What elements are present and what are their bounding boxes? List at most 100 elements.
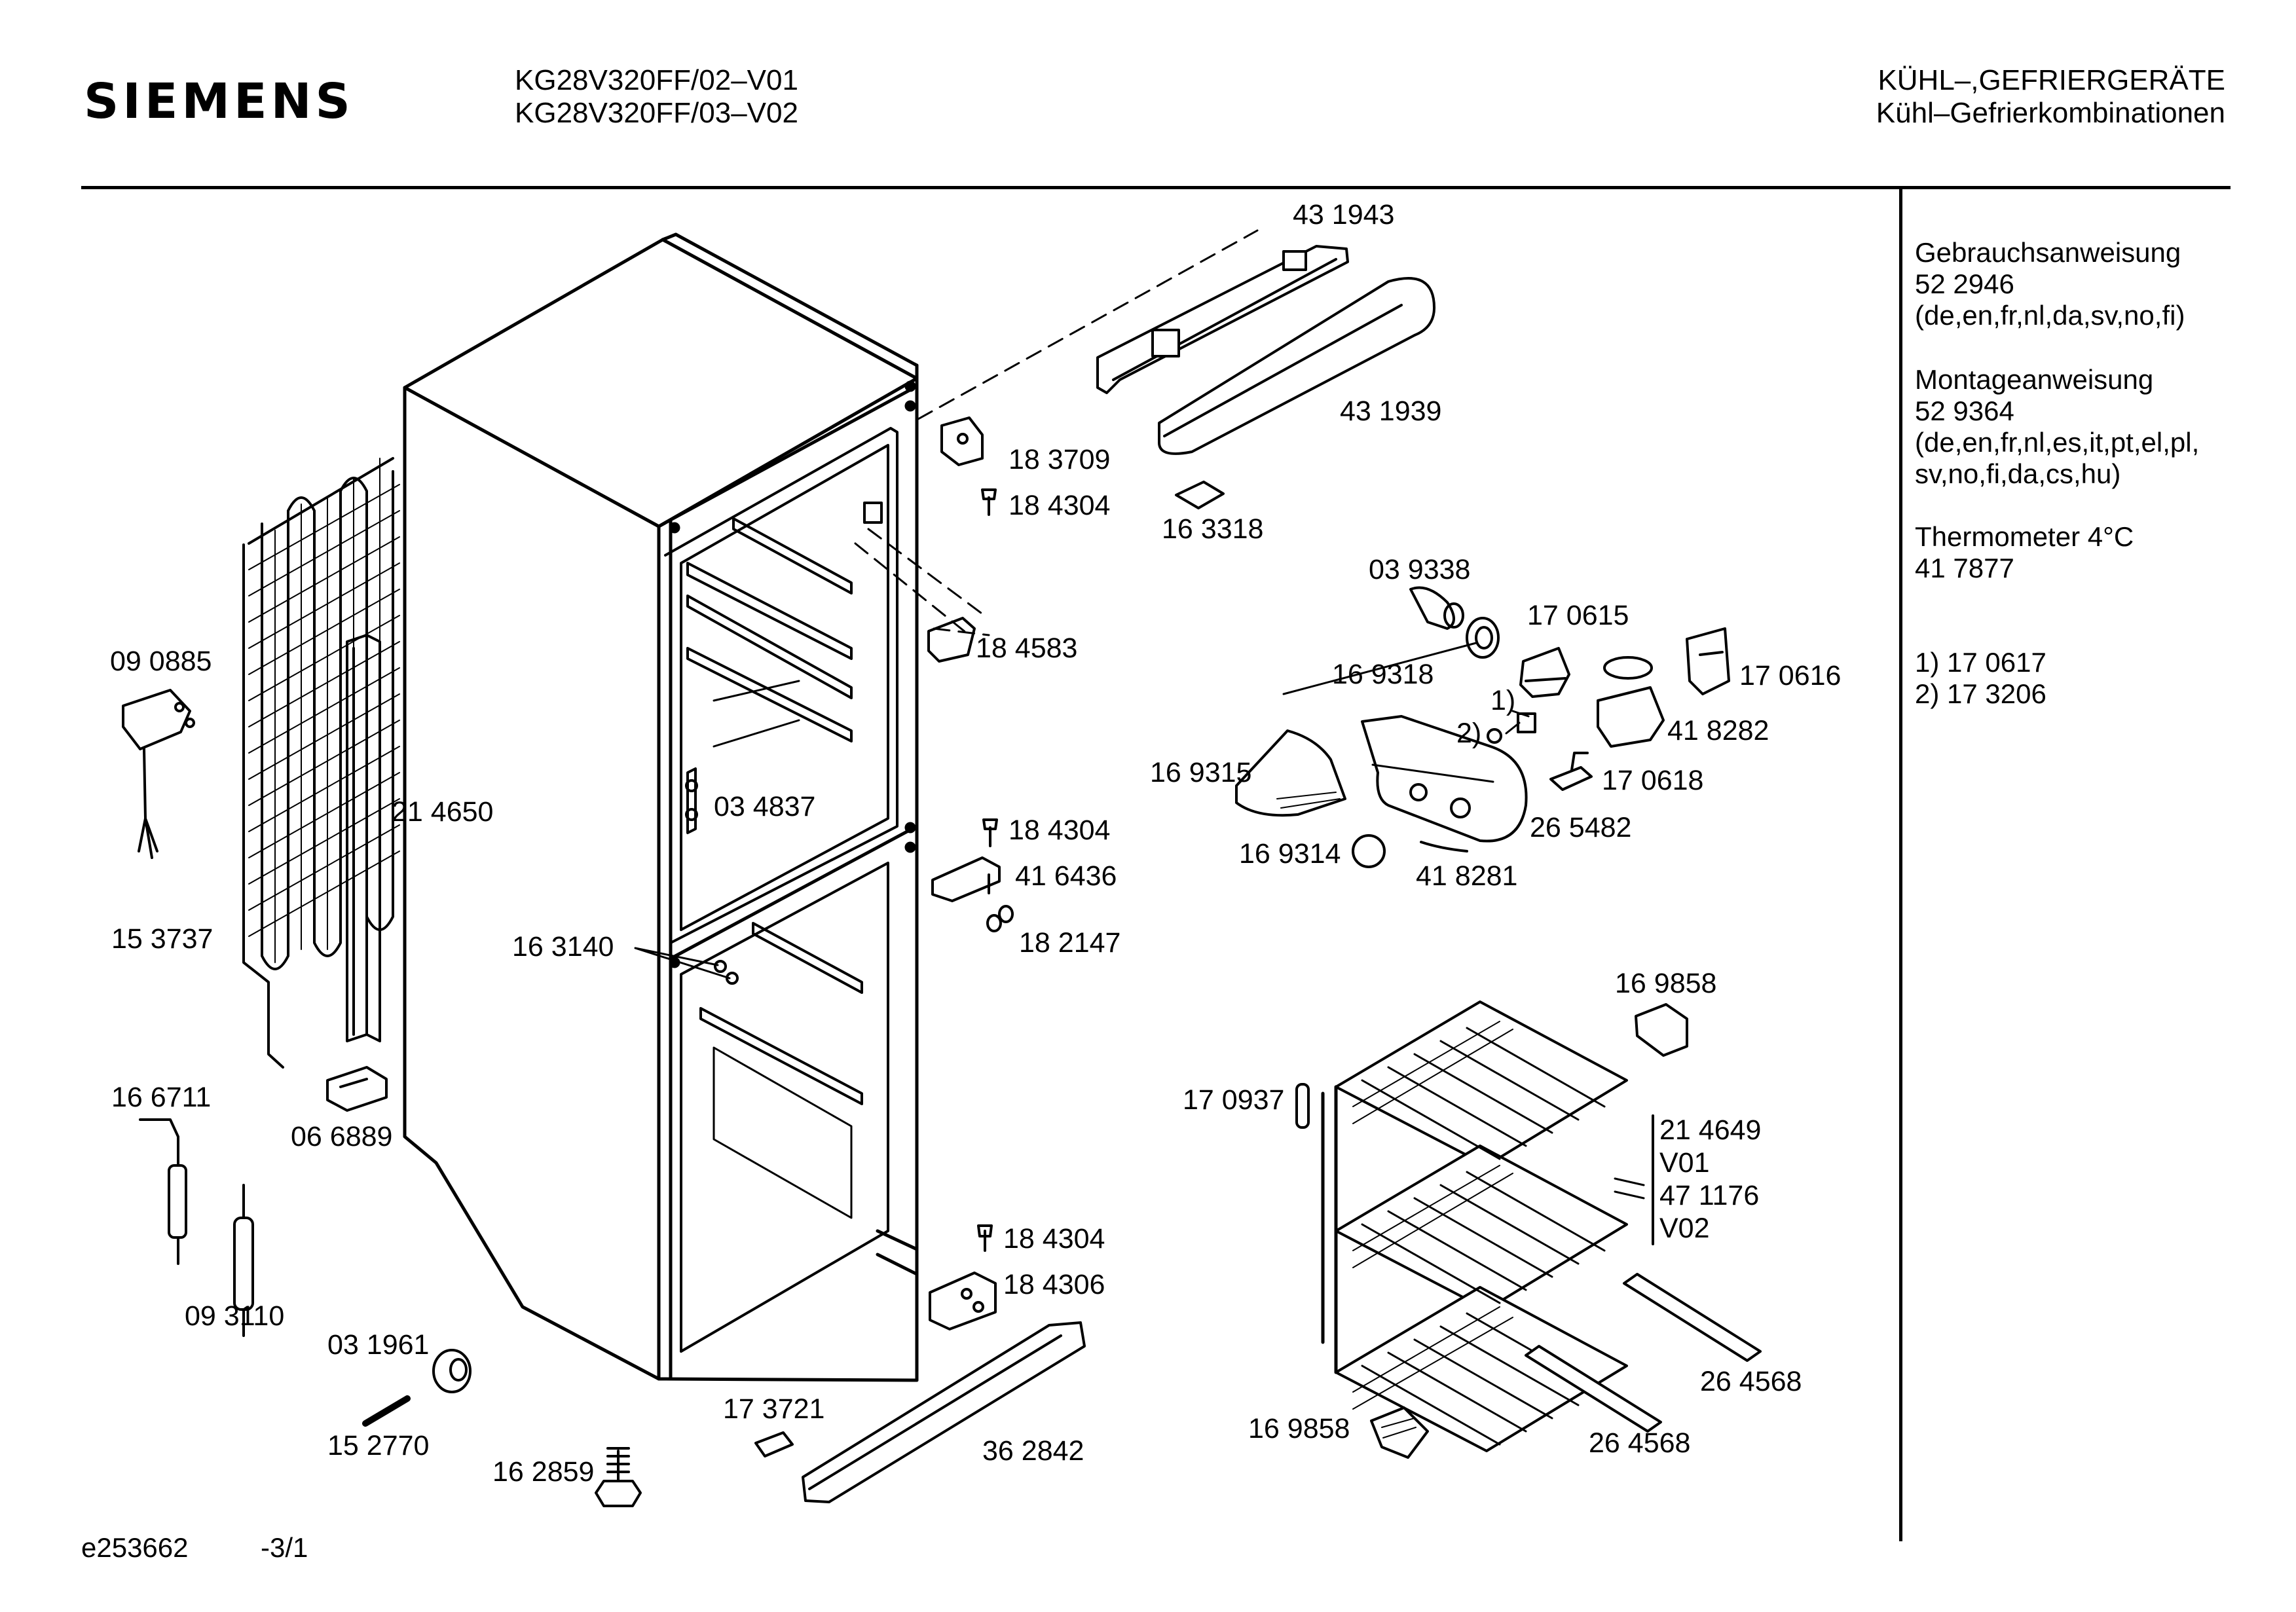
label-184306: 18 4306: [1003, 1269, 1105, 1300]
label-184583: 18 4583: [976, 632, 1077, 664]
category-title: KÜHL–,GEFRIERGERÄTE: [1878, 64, 2225, 96]
thermostat-sensor-holder: [685, 767, 698, 834]
label-166711: 16 6711: [111, 1082, 211, 1113]
manual-languages: (de,en,fr,nl,da,sv,no,fi): [1915, 300, 2185, 331]
manual-title: Gebrauchsanweisung: [1915, 237, 2181, 268]
label-066889: 06 6889: [291, 1121, 392, 1152]
label-184304-a: 18 4304: [1009, 490, 1110, 521]
u-channel-profile: [346, 634, 381, 1042]
clip-bracket: [326, 1066, 388, 1112]
label-418281: 41 8281: [1416, 860, 1517, 892]
freezer-racks: [1321, 1000, 1628, 1452]
assembly-languages-2: sv,no,fi,da,cs,hu): [1915, 458, 2121, 489]
label-173721: 17 3721: [723, 1393, 824, 1425]
label-170615: 17 0615: [1527, 600, 1629, 631]
label-184304-c: 18 4304: [1003, 1223, 1105, 1255]
rack-pin-170937: [1295, 1083, 1310, 1129]
handle-cap: [1175, 481, 1225, 509]
label-184304-b: 18 4304: [1009, 815, 1110, 846]
label-v01: V01: [1659, 1147, 1710, 1179]
brand-logo: SIEMENS: [84, 73, 354, 130]
label-471176: 47 1176: [1659, 1180, 1759, 1211]
label-note-1: 1): [1491, 685, 1515, 716]
label-418282: 41 8282: [1667, 715, 1769, 746]
door-handle-lower: [802, 1321, 1086, 1503]
label-169315: 16 9315: [1150, 757, 1251, 788]
hinge-cover: [927, 617, 976, 663]
light-cover-169315: [1235, 729, 1346, 817]
assembly-lines: [854, 229, 1259, 636]
label-153737: 15 3737: [111, 923, 213, 955]
fridge-cabinet: [403, 232, 919, 1382]
label-362842: 36 2842: [982, 1435, 1084, 1467]
drawing-id: e253662: [81, 1532, 189, 1563]
switch-170616: [1686, 627, 1730, 695]
label-182147: 18 2147: [1019, 927, 1120, 959]
middle-hinge: [931, 818, 1014, 932]
thermostat-418282: [1597, 656, 1665, 748]
model-number-1: KG28V320FF/02–V01: [515, 64, 798, 96]
knob-169314: [1352, 834, 1386, 868]
label-169858-b: 16 9858: [1248, 1413, 1350, 1444]
thermometer-number: 41 7877: [1915, 553, 2014, 583]
label-note-2: 2): [1456, 718, 1481, 749]
label-170616: 17 0616: [1739, 660, 1841, 691]
lamp-socket: [1466, 617, 1500, 659]
label-265482: 26 5482: [1530, 812, 1631, 843]
label-093110: 09 3110: [185, 1300, 284, 1332]
capillary-tube: [139, 1118, 187, 1265]
knob-2: [1487, 728, 1502, 744]
manual-number: 52 2946: [1915, 268, 2014, 299]
note-1: 1) 17 0617: [1915, 647, 2046, 678]
mains-plug: [122, 689, 195, 859]
label-416436: 41 6436: [1015, 860, 1117, 892]
label-039338: 03 9338: [1369, 554, 1470, 585]
filter-dryer: [233, 1184, 254, 1337]
model-number-2: KG28V320FF/03–V02: [515, 97, 798, 129]
assembly-number: 52 9364: [1915, 395, 2014, 426]
door-handle-grip: [1158, 277, 1435, 455]
sidebar-divider: [1899, 186, 1902, 1541]
note-2: 2) 17 3206: [1915, 678, 2046, 709]
label-169314: 16 9314: [1239, 838, 1341, 870]
variant-leader: [1614, 1177, 1645, 1200]
clip-170618: [1549, 752, 1593, 791]
label-162859: 16 2859: [492, 1456, 594, 1488]
label-170937: 17 0937: [1183, 1084, 1284, 1116]
label-170618: 17 0618: [1602, 765, 1703, 796]
part-labels: 43 1943 43 1939 18 3709 18 4304 16 3318 …: [110, 199, 1841, 1488]
label-214649: 21 4649: [1659, 1114, 1761, 1146]
label-431939: 43 1939: [1340, 395, 1441, 427]
rack-bracket-169858-bottom: [1370, 1406, 1429, 1459]
rack-rail-264568-a: [1623, 1273, 1762, 1362]
rack-bracket-169858-top: [1635, 1003, 1688, 1057]
label-264568-a: 26 4568: [1700, 1366, 1802, 1397]
upper-hinge: [940, 416, 997, 516]
door-handle-upper: [1096, 245, 1349, 394]
assembly-languages-1: (de,en,fr,nl,es,it,pt,el,pl,: [1915, 427, 2200, 458]
pin: [362, 1395, 411, 1427]
foot-roller: [432, 1349, 472, 1393]
lower-hinge: [929, 1224, 997, 1330]
label-431943: 43 1943: [1293, 199, 1394, 230]
label-031961: 03 1961: [327, 1329, 429, 1361]
lower-handle-cap: [754, 1431, 794, 1457]
label-169318: 16 9318: [1332, 659, 1434, 690]
thermostat-housing: [1519, 647, 1570, 698]
header-divider: [81, 186, 2231, 189]
thermometer-title: Thermometer 4°C: [1915, 521, 2134, 552]
label-264568-b: 26 4568: [1589, 1427, 1690, 1459]
assembly-title: Montageanweisung: [1915, 364, 2154, 395]
label-214650: 21 4650: [392, 796, 493, 828]
label-090885: 09 0885: [110, 646, 212, 677]
label-152770: 15 2770: [327, 1430, 429, 1461]
label-034837: 03 4837: [714, 791, 815, 822]
leader-lines: [634, 642, 1530, 980]
category-subtitle: Kühl–Gefrierkombinationen: [1876, 97, 2225, 129]
lamp-bulb: [1409, 586, 1464, 630]
rack-rail-264568-b: [1525, 1345, 1662, 1433]
label-163318: 16 3318: [1162, 513, 1263, 545]
sheet-number: -3/1: [261, 1532, 308, 1563]
adjustable-foot: [595, 1447, 642, 1507]
